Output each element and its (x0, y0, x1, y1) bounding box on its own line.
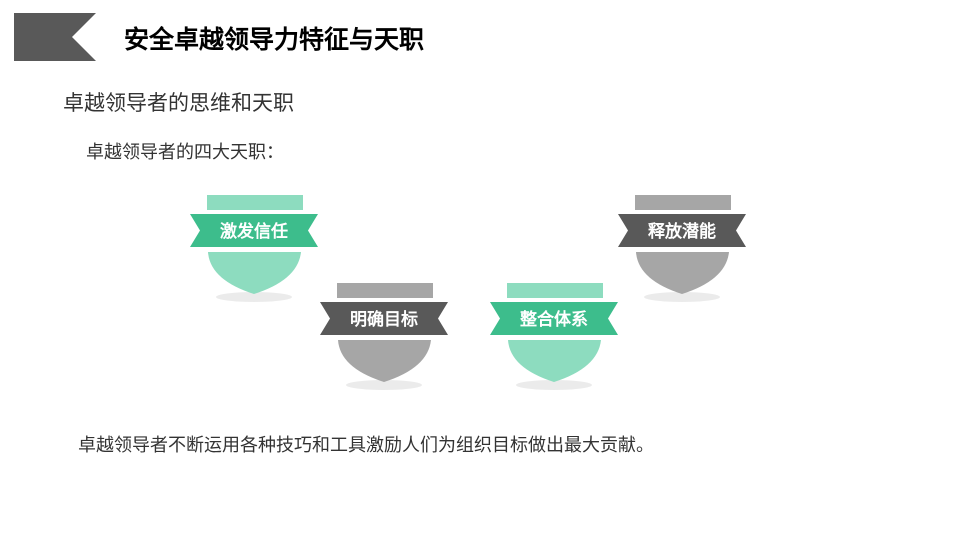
badge-unleash-potential: 释放潜能 (618, 195, 748, 310)
badge-label: 明确目标 (350, 310, 418, 330)
section-subtitle: 卓越领导者的思维和天职 (63, 91, 294, 115)
header-flag-icon (14, 13, 96, 61)
intro-text: 卓越领导者的四大天职： (86, 142, 284, 163)
badge-shield-icon (490, 283, 618, 390)
badge-label: 整合体系 (520, 310, 588, 330)
badge-clarify-goals: 明确目标 (320, 283, 450, 398)
badge-shield-icon (618, 195, 746, 302)
badge-inspire-trust: 激发信任 (190, 195, 320, 310)
badge-integrate-systems: 整合体系 (490, 283, 620, 398)
badge-label: 释放潜能 (648, 222, 716, 242)
page-title: 安全卓越领导力特征与天职 (124, 25, 425, 54)
summary-text: 卓越领导者不断运用各种技巧和工具激励人们为组织目标做出最大贡献。 (78, 435, 654, 456)
badge-label: 激发信任 (220, 222, 288, 242)
badge-shield-icon (320, 283, 448, 390)
badge-shield-icon (190, 195, 318, 302)
